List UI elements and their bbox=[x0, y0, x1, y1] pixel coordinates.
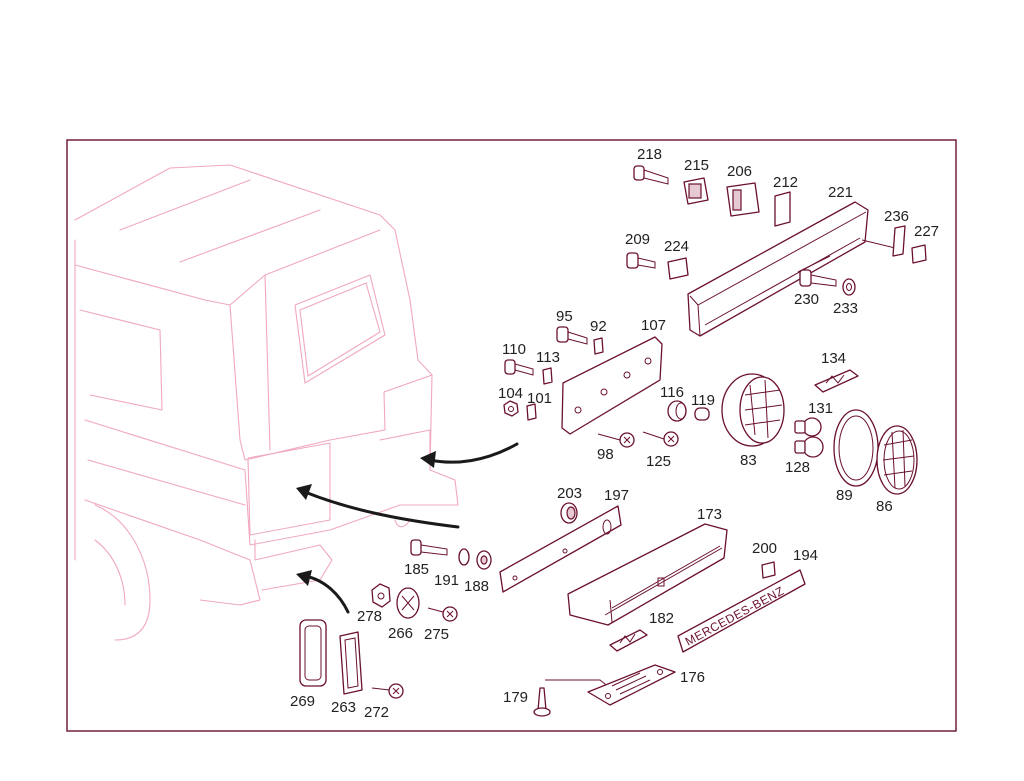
part-221-housing[interactable] bbox=[687, 201, 896, 337]
label-176: 176 bbox=[680, 669, 705, 686]
label-230: 230 bbox=[794, 291, 819, 308]
label-101: 101 bbox=[527, 390, 552, 407]
label-236: 236 bbox=[884, 208, 909, 225]
badge-text: MERCEDES-BENZ bbox=[683, 584, 787, 649]
part-113-clip[interactable] bbox=[542, 367, 553, 385]
label-116: 116 bbox=[660, 384, 684, 401]
label-203: 203 bbox=[557, 485, 582, 502]
label-104: 104 bbox=[498, 385, 523, 402]
part-119-grommet[interactable] bbox=[694, 407, 710, 421]
part-188-washer[interactable] bbox=[476, 550, 492, 570]
part-128-bulb[interactable] bbox=[794, 436, 824, 458]
part-95-screw[interactable] bbox=[556, 326, 588, 345]
part-263-reflector[interactable] bbox=[339, 631, 363, 695]
part-224-clip[interactable] bbox=[667, 257, 689, 280]
part-191-washer[interactable] bbox=[458, 548, 470, 566]
part-203-grommet[interactable] bbox=[560, 502, 578, 524]
label-107: 107 bbox=[641, 317, 666, 334]
label-179: 179 bbox=[503, 689, 528, 706]
part-104-nut[interactable] bbox=[503, 400, 519, 417]
label-182: 182 bbox=[649, 610, 674, 627]
part-227-clip[interactable] bbox=[911, 244, 927, 264]
part-278-nut[interactable] bbox=[371, 583, 391, 608]
part-101-clip[interactable] bbox=[526, 403, 537, 421]
part-209-screw[interactable] bbox=[626, 252, 656, 269]
label-173: 173 bbox=[697, 506, 722, 523]
label-233: 233 bbox=[833, 300, 858, 317]
part-206-switch[interactable] bbox=[726, 182, 760, 217]
part-176-lamp-lens[interactable] bbox=[587, 664, 676, 706]
label-86: 86 bbox=[876, 498, 893, 515]
label-134: 134 bbox=[821, 350, 846, 367]
label-266: 266 bbox=[388, 625, 413, 642]
part-107-plate-bracket[interactable] bbox=[561, 336, 663, 435]
label-194: 194 bbox=[793, 547, 818, 564]
label-197: 197 bbox=[604, 487, 629, 504]
label-212: 212 bbox=[773, 174, 798, 191]
part-labels: 218 215 206 212 221 236 227 209 224 230 … bbox=[290, 146, 939, 721]
label-185: 185 bbox=[404, 561, 429, 578]
label-269: 269 bbox=[290, 693, 315, 710]
part-134-bulb[interactable] bbox=[814, 369, 859, 393]
label-209: 209 bbox=[625, 231, 650, 248]
assembly-arrows bbox=[296, 442, 519, 614]
part-83-lamp-unit[interactable] bbox=[721, 373, 785, 447]
label-131: 131 bbox=[808, 400, 833, 417]
label-98: 98 bbox=[597, 446, 614, 463]
part-131-bulb[interactable] bbox=[794, 417, 822, 437]
label-221: 221 bbox=[828, 184, 853, 201]
part-233-washer[interactable] bbox=[842, 278, 856, 296]
label-218: 218 bbox=[637, 146, 662, 163]
label-110: 110 bbox=[502, 341, 526, 358]
part-230-screw[interactable] bbox=[799, 269, 837, 287]
part-212-plate[interactable] bbox=[774, 191, 791, 227]
part-200-clip[interactable] bbox=[761, 561, 776, 579]
label-206: 206 bbox=[727, 163, 752, 180]
part-185-screw[interactable] bbox=[410, 539, 448, 556]
label-95: 95 bbox=[556, 308, 573, 325]
part-125-screw[interactable] bbox=[642, 431, 679, 447]
label-128: 128 bbox=[785, 459, 810, 476]
label-272: 272 bbox=[364, 704, 389, 721]
label-125: 125 bbox=[646, 453, 671, 470]
diagram-frame bbox=[66, 139, 957, 732]
part-173-lamp-bar[interactable] bbox=[567, 523, 728, 626]
label-92: 92 bbox=[590, 318, 607, 335]
label-278: 278 bbox=[357, 608, 382, 625]
part-86-lens[interactable] bbox=[876, 425, 918, 495]
part-197-trim-strip[interactable] bbox=[499, 505, 622, 593]
label-119: 119 bbox=[691, 392, 715, 409]
part-236-bracket[interactable] bbox=[892, 225, 906, 257]
part-215-switch[interactable] bbox=[683, 177, 709, 205]
vehicle-rear-outline bbox=[74, 164, 459, 641]
label-89: 89 bbox=[836, 487, 853, 504]
label-227: 227 bbox=[914, 223, 939, 240]
label-263: 263 bbox=[331, 699, 356, 716]
part-194-badge[interactable]: MERCEDES-BENZ bbox=[677, 569, 806, 653]
part-266-cap[interactable] bbox=[396, 587, 420, 619]
label-113: 113 bbox=[536, 349, 560, 366]
part-275-screw[interactable] bbox=[427, 606, 458, 622]
part-218-screw[interactable] bbox=[633, 165, 669, 185]
part-272-screw[interactable] bbox=[371, 683, 404, 699]
label-200: 200 bbox=[752, 540, 777, 557]
label-188: 188 bbox=[464, 578, 489, 595]
part-92-clip[interactable] bbox=[593, 337, 604, 355]
part-89-seal[interactable] bbox=[833, 409, 879, 487]
part-269-reflector-frame[interactable] bbox=[299, 619, 327, 687]
part-110-screw[interactable] bbox=[504, 359, 534, 376]
part-116-grommet[interactable] bbox=[667, 400, 687, 422]
label-191: 191 bbox=[434, 572, 459, 589]
label-224: 224 bbox=[664, 238, 689, 255]
label-275: 275 bbox=[424, 626, 449, 643]
label-83: 83 bbox=[740, 452, 757, 469]
label-215: 215 bbox=[684, 157, 709, 174]
part-98-screw[interactable] bbox=[597, 432, 635, 448]
part-182-bulb[interactable] bbox=[609, 629, 648, 652]
